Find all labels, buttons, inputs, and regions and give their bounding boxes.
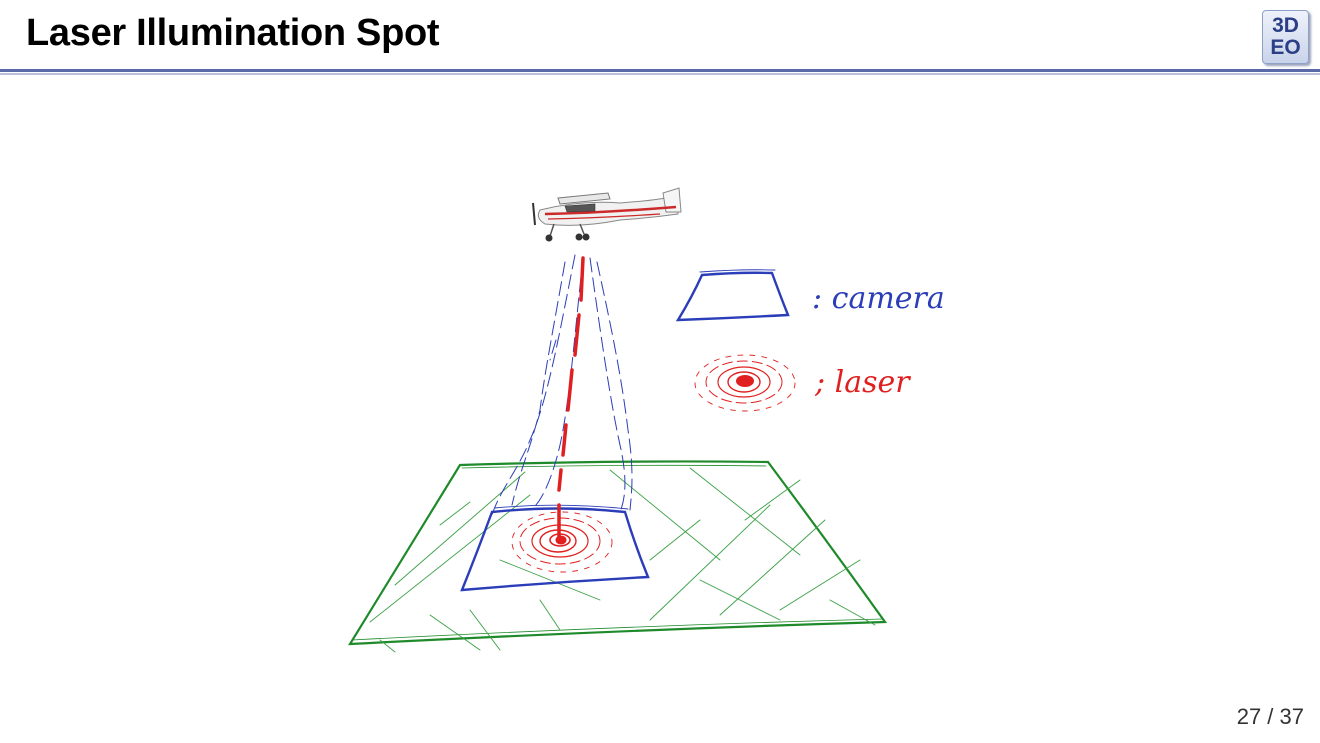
title-rule-shadow [0,73,1320,75]
camera-footprint [460,504,650,592]
3deo-logo: 3D EO [1262,10,1309,64]
legend-laser-symbol [694,354,796,412]
legend-camera-symbol [675,269,790,322]
camera-beam [491,254,633,516]
legend-laser-label: ; laser [814,365,911,400]
laser-spot-ground [511,511,613,573]
slide-header: Laser Illumination Spot 3D EO [0,0,1320,76]
legend-camera-label: : camera [812,281,945,316]
laser-beam [557,256,585,542]
airplane-icon [532,187,682,242]
page-number: 27 / 37 [1236,704,1304,729]
ground-grid [369,467,876,653]
slide-title: Laser Illumination Spot [26,12,440,54]
ground-plane [347,460,888,646]
logo-line-2: EO [1270,36,1301,59]
logo-line-1: 3D [1272,14,1299,37]
title-rule [0,69,1320,72]
